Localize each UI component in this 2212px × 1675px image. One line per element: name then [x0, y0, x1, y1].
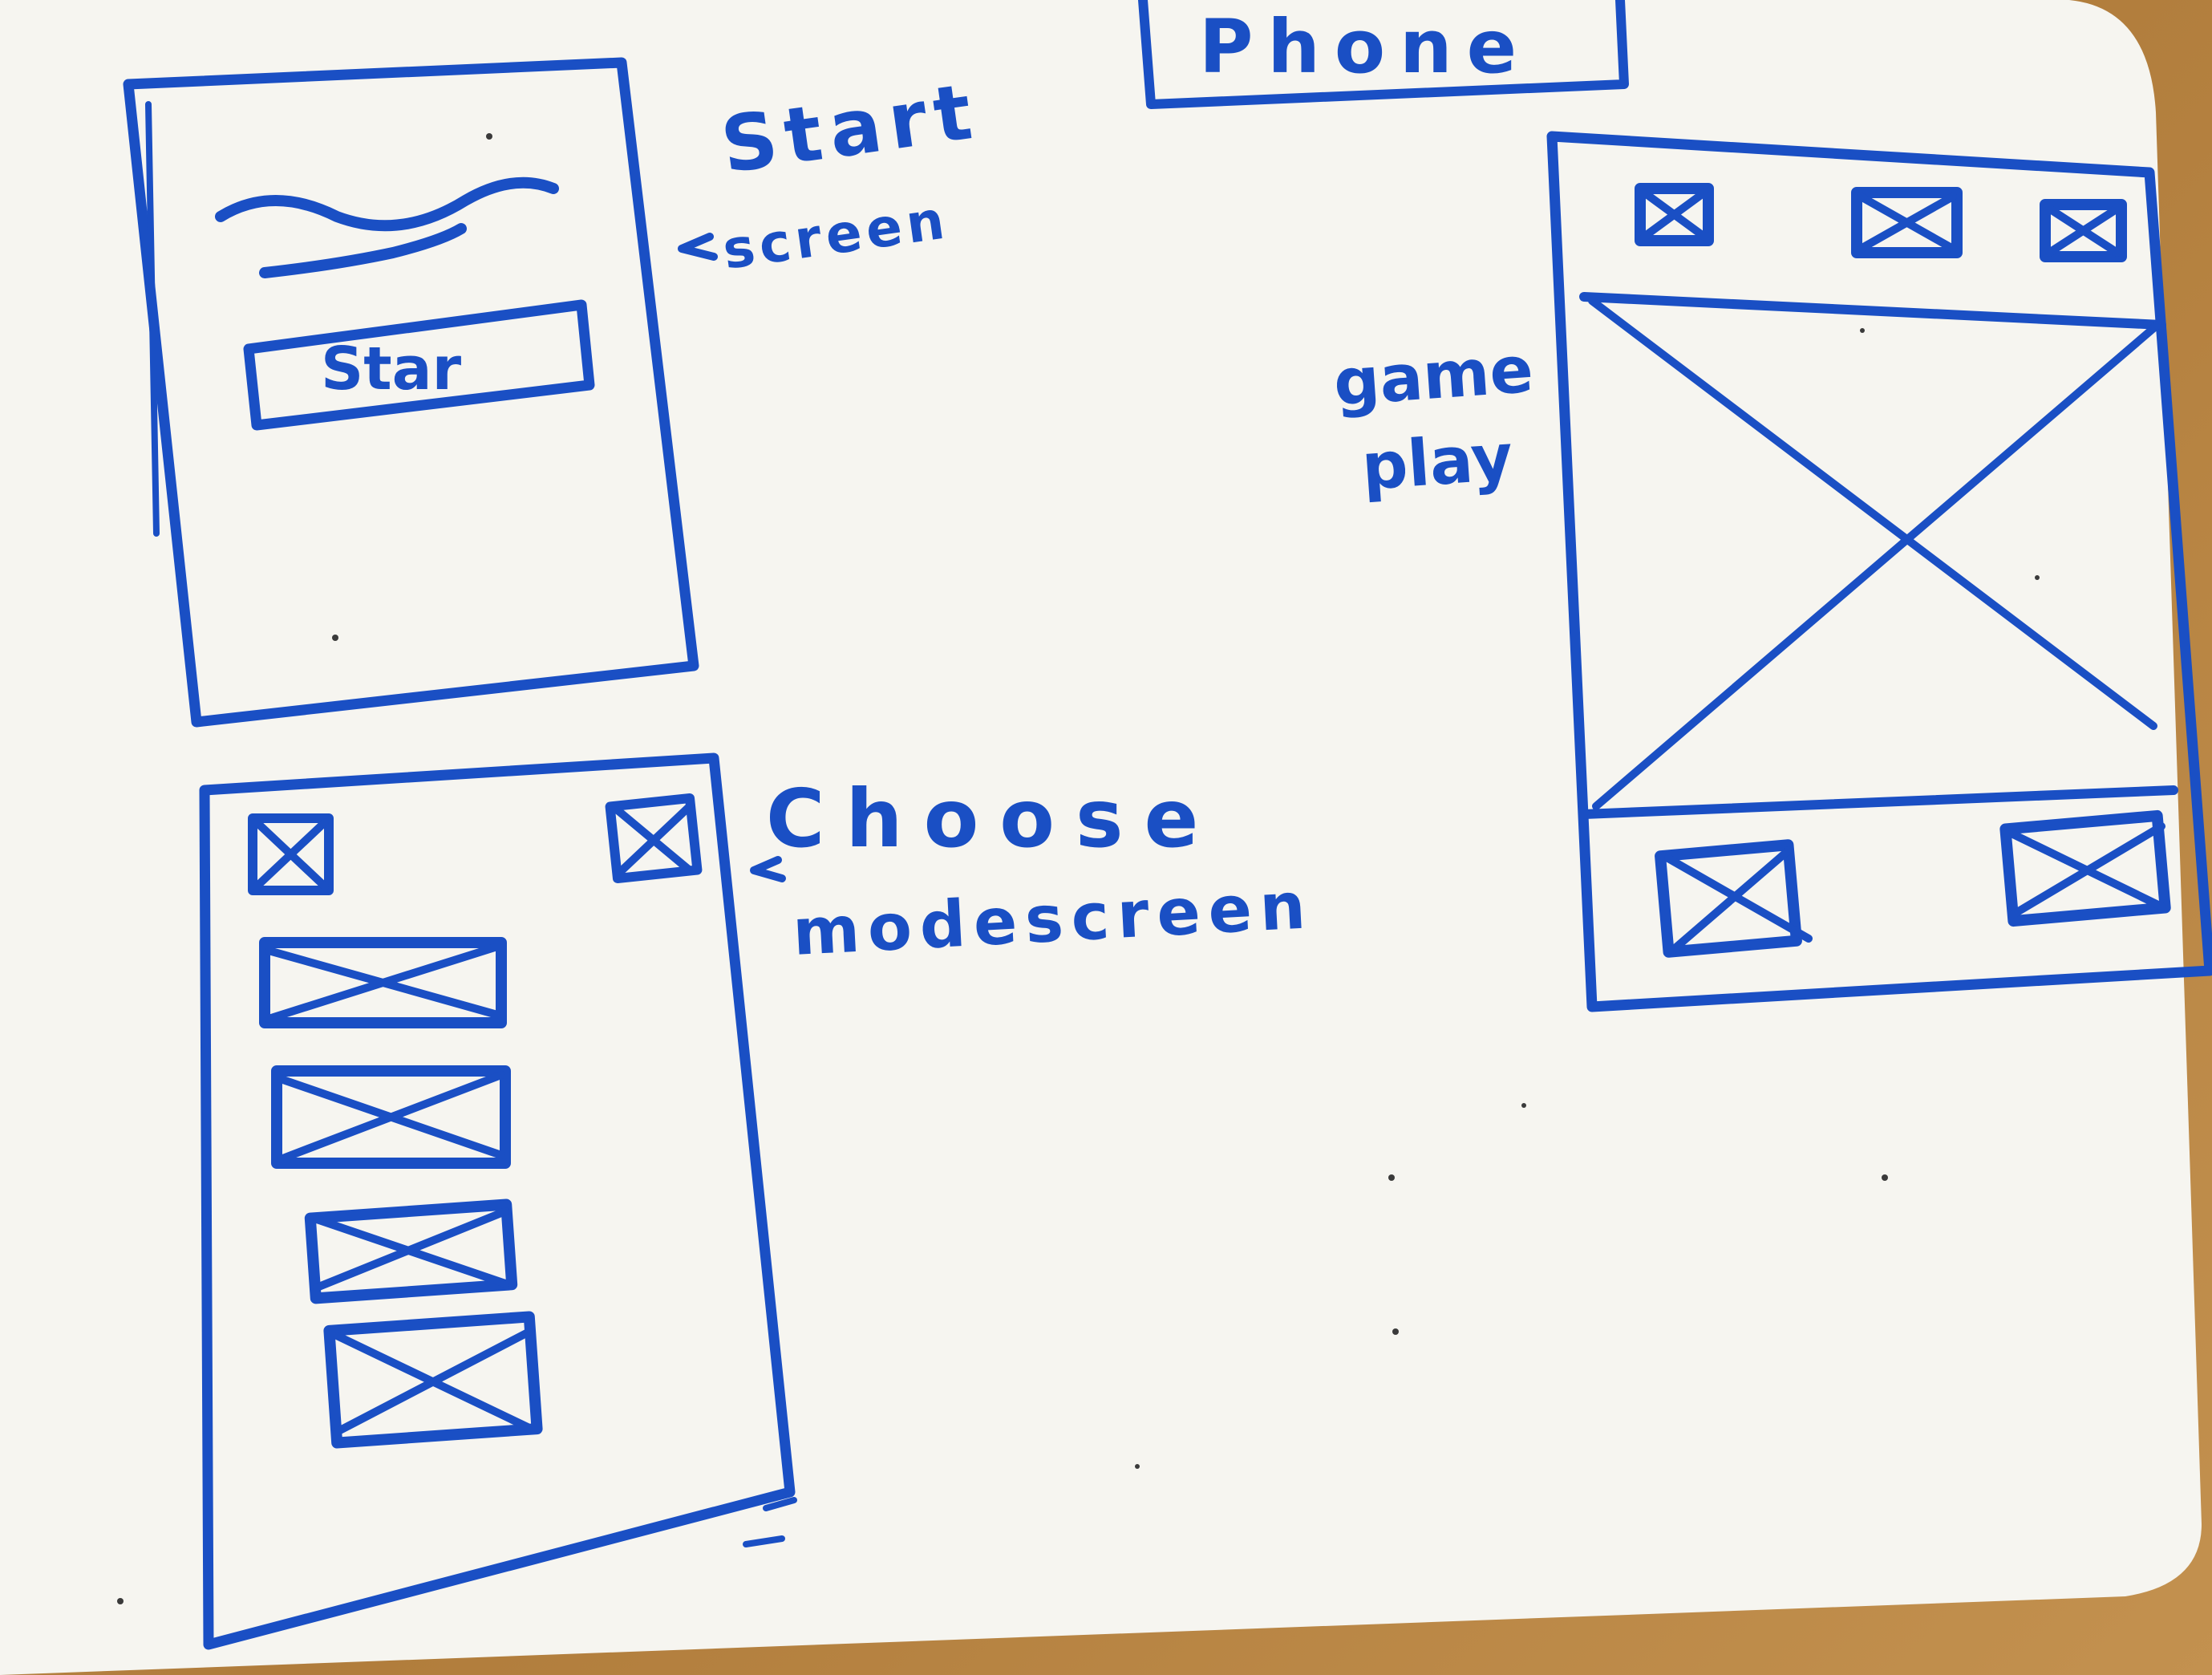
board-specks — [117, 133, 2040, 1604]
mode-option-2 — [271, 1065, 511, 1169]
top-icon-right — [2040, 199, 2127, 262]
arrow-left-icon — [750, 856, 786, 882]
phone-label-box: Phone — [1138, 0, 1629, 109]
choose-mode-label-line1: Choose — [766, 772, 1219, 866]
subtitle-placeholder-line — [259, 223, 467, 278]
back-icon-placeholder — [248, 813, 334, 895]
top-icon-center — [1851, 187, 1963, 258]
bottom-icon-right — [1999, 809, 2171, 927]
phone-label: Phone — [1199, 4, 1531, 90]
start-button-label: Star — [321, 335, 462, 404]
start-screen-wireframe: Star — [123, 57, 699, 728]
settings-icon-placeholder — [605, 793, 703, 883]
mode-option-1 — [259, 937, 507, 1028]
mode-option-3 — [304, 1198, 518, 1304]
choose-mode-wireframe — [199, 752, 797, 1650]
gameplay-annotation: game play — [1331, 332, 1536, 505]
gameplay-label-line2: play — [1359, 420, 1515, 505]
gameplay-wireframe — [1546, 131, 2212, 1012]
top-icon-left — [1635, 183, 1714, 246]
bottom-icon-left — [1655, 839, 1813, 958]
game-area-placeholder — [1588, 297, 2161, 810]
mode-option-4 — [323, 1311, 543, 1449]
arrow-left-icon — [678, 233, 718, 261]
title-placeholder-line — [215, 176, 559, 232]
gameplay-label-line1: game — [1331, 332, 1536, 420]
start-button-box — [243, 299, 595, 431]
